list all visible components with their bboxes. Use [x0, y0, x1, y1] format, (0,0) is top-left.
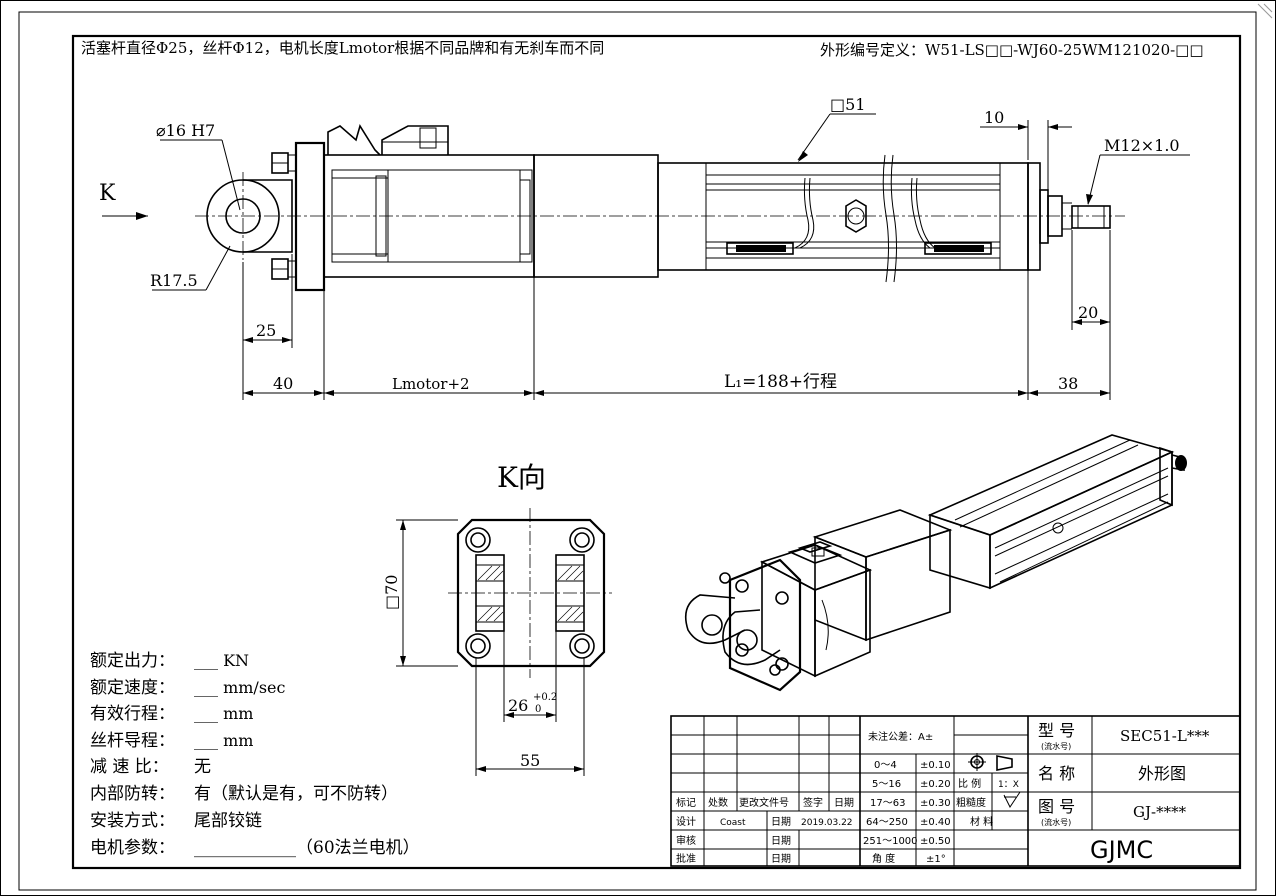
approve-label: 批准 [676, 852, 696, 865]
tol-range: 64～250 [866, 817, 908, 828]
company-logo-text: GJMC [1090, 836, 1153, 864]
tol-range: 角 度 [872, 852, 895, 865]
spec-label: 内部防转： [90, 784, 175, 804]
dim-hole-diameter: ⌀16 H7 [156, 121, 215, 140]
spec-list: 额定出力： ___ KN 额定速度： ___ mm/sec 有效行程： ___ … [90, 651, 420, 858]
model-sub-label: (流水号) [1041, 741, 1071, 751]
side-view: K ⌀16 H7 R17.5 □51 10 M12×1.0 25 [99, 95, 1190, 400]
projection-symbol-icon [968, 753, 1013, 771]
dim-square-51: □51 [830, 95, 865, 114]
spec-value: ___ KN [194, 651, 249, 670]
tol-range: 5～16 [872, 779, 901, 790]
dim-thread: M12×1.0 [1104, 136, 1180, 155]
dim-l1: L₁=188+行程 [724, 372, 837, 392]
view-arrow-label: K [99, 181, 116, 206]
drawing-label: 图 号 [1038, 797, 1075, 816]
roughness-label: 粗糙度 [956, 796, 986, 809]
rev-header: 更改文件号 [739, 796, 789, 809]
spec-value: ___ mm/sec [194, 678, 286, 697]
dim-25: 25 [256, 321, 276, 340]
dim-26: 26 [508, 696, 528, 715]
tol-value: ±1° [926, 854, 946, 865]
drawing-value: GJ-**** [1133, 803, 1187, 821]
dim-radius: R17.5 [150, 271, 198, 290]
header-note: 活塞杆直径Φ25，丝杆Φ12，电机长度Lmotor根据不同品牌和有无刹车而不同 [81, 39, 604, 57]
dim-70: □70 [382, 575, 401, 610]
model-value: SEC51-L*** [1120, 727, 1210, 745]
dim-lmotor: Lmotor+2 [392, 375, 470, 393]
spec-label: 减 速 比： [90, 757, 169, 777]
dim-20: 20 [1078, 303, 1098, 322]
rod-thread [1071, 205, 1111, 229]
dim-26-tol-lower: 0 [535, 704, 541, 715]
spec-value: 尾部铰链 [194, 811, 262, 831]
dim-55: 55 [520, 751, 540, 770]
rev-header: 日期 [834, 797, 854, 809]
tol-range: 17～63 [870, 798, 905, 809]
k-view-bolts [465, 527, 595, 659]
tol-value: ±0.10 [920, 760, 951, 771]
isometric-view [684, 434, 1187, 692]
date-label: 日期 [771, 816, 791, 828]
sheet-inner-frame [71, 34, 1242, 870]
scale-label: 比 例 [958, 777, 981, 790]
spec-label: 有效行程： [90, 704, 175, 724]
tol-value: ±0.20 [920, 779, 951, 790]
spec-label: 安装方式： [90, 811, 175, 831]
tol-header: 未注公差：A± [868, 730, 933, 743]
design-date: 2019.03.22 [801, 818, 853, 828]
tol-value: ±0.30 [920, 798, 951, 809]
dim-26-tol-upper: +0.2 [533, 692, 557, 703]
spec-label: 丝杆导程： [90, 731, 175, 751]
spec-label: 额定速度： [90, 678, 175, 698]
tol-value: ±0.50 [920, 836, 951, 847]
dim-38: 38 [1058, 374, 1078, 393]
spec-label: 电机参数： [90, 838, 175, 858]
scale-value: 1：X [998, 780, 1019, 790]
drawing-sub-label: (流水号) [1041, 817, 1071, 827]
header-code-definition: 外形编号定义：W51-LS□□-WJ60-25WM121020-□□ [820, 41, 1204, 59]
review-label: 审核 [676, 834, 696, 847]
k-view-plate [456, 518, 606, 668]
title-block: 未注公差：A± 0～4 ±0.10 5～16 ±0.20 17～63 ±0.30… [670, 715, 1241, 867]
designer-name: Coast [720, 818, 746, 828]
tol-value: ±0.40 [920, 817, 951, 828]
rev-header: 标记 [676, 797, 696, 809]
material-label: 材 料 [970, 815, 993, 828]
spec-value: ___ mm [194, 704, 253, 723]
spec-value: 无 [194, 757, 211, 777]
design-label: 设计 [676, 815, 696, 828]
rear-flange [294, 141, 326, 292]
date-label: 日期 [771, 853, 791, 865]
k-view: K向 □70 [382, 461, 612, 776]
name-value: 外形图 [1138, 764, 1186, 783]
spec-value: ____________（60法兰电机） [194, 838, 420, 858]
k-view-title: K向 [497, 461, 546, 494]
rev-header: 签字 [803, 796, 823, 809]
spec-value: 有（默认是有，可不防转） [194, 784, 398, 804]
rev-header: 处数 [708, 796, 728, 809]
dim-40: 40 [273, 374, 293, 393]
roughness-symbol-icon [1003, 791, 1021, 808]
name-label: 名 称 [1038, 764, 1075, 783]
spec-value: ___ mm [194, 731, 253, 750]
date-label: 日期 [771, 835, 791, 847]
tol-range: 251～1000 [863, 836, 918, 847]
sheet-outer-frame [18, 11, 1257, 891]
dim-10: 10 [984, 108, 1004, 127]
spec-label: 额定出力： [90, 651, 175, 671]
model-label: 型 号 [1038, 721, 1075, 740]
tol-range: 0～4 [874, 760, 897, 771]
